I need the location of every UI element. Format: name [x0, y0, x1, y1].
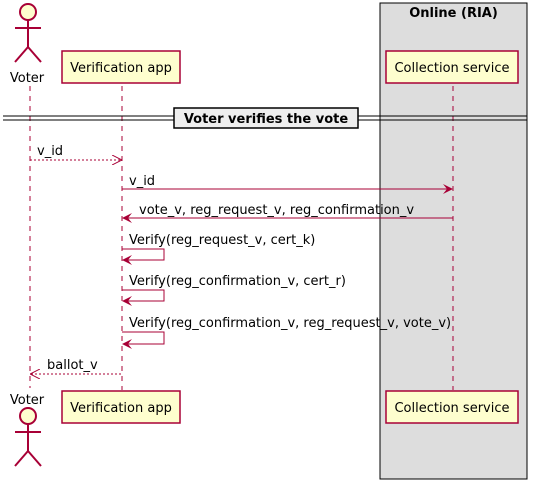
actor-figure-icon: [14, 407, 42, 467]
participant-box: [385, 50, 519, 84]
actor-figure-icon: [14, 3, 42, 63]
participant-service-label: Collection service: [394, 401, 509, 416]
message-2: v_id: [122, 174, 453, 194]
message-4-self: Verify(reg_request_v, cert_k): [122, 233, 315, 265]
group-title: Online (RIA): [409, 6, 498, 21]
divider-label-box: [173, 107, 359, 129]
participant-app-label: Verification app: [70, 61, 172, 76]
participant-app-top: Verification app: [61, 50, 181, 84]
divider-label: Voter verifies the vote: [184, 112, 349, 127]
participant-service-bottom: Collection service: [385, 390, 519, 424]
participant-box: [385, 390, 519, 424]
message-7: ballot_v: [31, 358, 121, 374]
message-label: vote_v, reg_request_v, reg_confirmation_…: [139, 203, 414, 218]
message-label: v_id: [129, 174, 155, 189]
participant-voter-bottom: Voter: [10, 393, 45, 467]
message-label: Verify(reg_request_v, cert_k): [129, 233, 315, 248]
message-label: Verify(reg_confirmation_v, reg_request_v…: [129, 316, 451, 331]
message-arrow: [122, 248, 165, 265]
participant-service-label: Collection service: [394, 61, 509, 76]
message-5-self: Verify(reg_confirmation_v, cert_r): [122, 274, 346, 306]
message-3: vote_v, reg_request_v, reg_confirmation_…: [122, 203, 453, 223]
participant-voter-label: Voter: [10, 393, 45, 408]
message-arrow: [122, 331, 165, 349]
message-label: ballot_v: [47, 358, 98, 373]
message-1: v_id: [30, 144, 121, 160]
participant-box: [61, 50, 181, 84]
message-label: v_id: [37, 144, 63, 159]
participant-app-label: Verification app: [70, 401, 172, 416]
participant-service-top: Collection service: [385, 50, 519, 84]
divider-voter-verifies: Voter verifies the vote: [3, 107, 527, 129]
participant-box: [61, 390, 181, 424]
participant-app-bottom: Verification app: [61, 390, 181, 424]
message-arrow: [122, 289, 165, 306]
message-6-self: Verify(reg_confirmation_v, reg_request_v…: [122, 316, 451, 349]
participant-voter-label: Voter: [10, 71, 45, 86]
participant-voter-top: Voter: [10, 3, 45, 86]
message-label: Verify(reg_confirmation_v, cert_r): [129, 274, 346, 289]
